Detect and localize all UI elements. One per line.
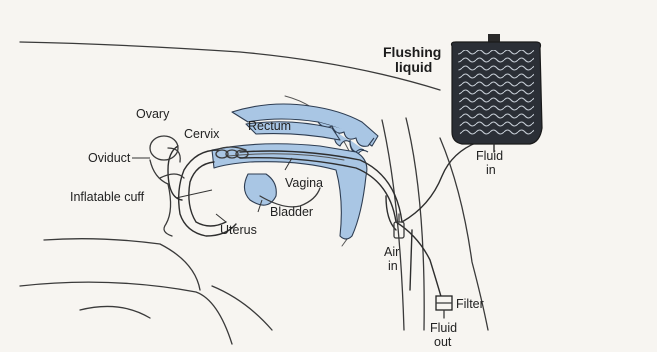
filter [436,296,452,318]
label-air-in-1: Air [384,245,399,259]
fluid-bag [452,34,543,152]
label-ovary: Ovary [136,107,170,121]
label-filter: Filter [456,297,484,311]
label-air-in-2: in [388,259,398,273]
label-oviduct: Oviduct [88,151,131,165]
label-bladder: Bladder [270,205,313,219]
label-fluid-out-1: Fluid [430,321,457,335]
label-uterus: Uterus [220,223,257,237]
label-flushing-liquid-1: Flushing [383,44,441,60]
label-fluid-out-2: out [434,335,452,349]
label-fluid-in-2: in [486,163,496,177]
ovary-oviduct [150,136,184,236]
label-rectum: Rectum [248,119,291,133]
label-cervix: Cervix [184,127,220,141]
label-flushing-liquid-2: liquid [395,59,432,75]
label-fluid-in-1: Fluid [476,149,503,163]
label-inflatable-cuff: Inflatable cuff [70,190,145,204]
label-vagina: Vagina [285,176,323,190]
